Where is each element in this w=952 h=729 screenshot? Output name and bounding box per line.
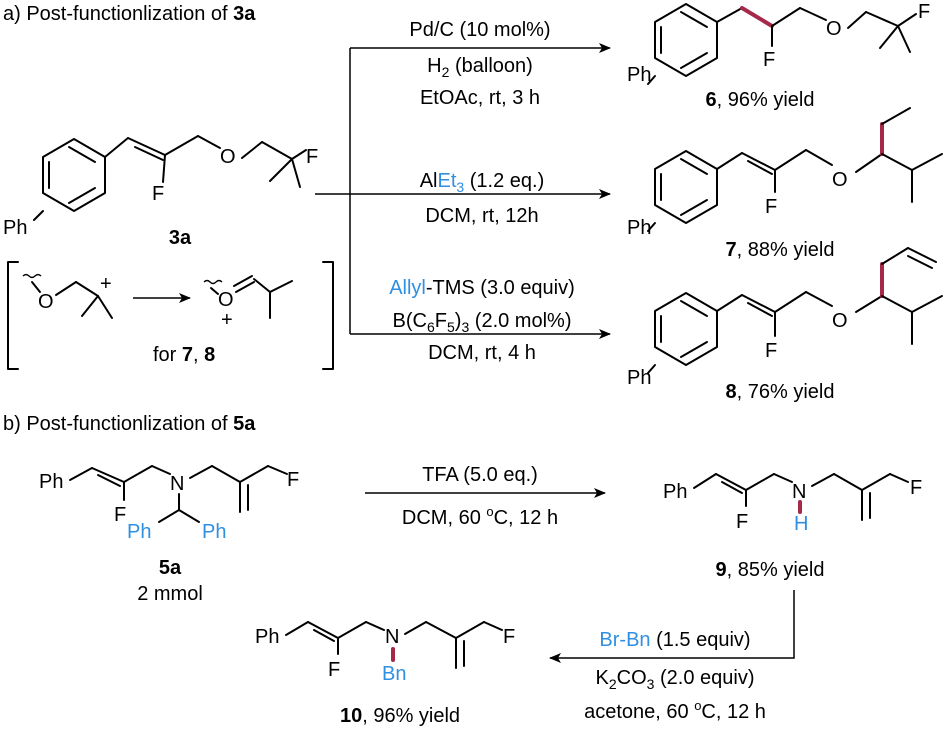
rxn6-condition-solvent: EtOAc, rt, 3 h bbox=[420, 87, 540, 109]
arrow-branch-a bbox=[315, 43, 611, 339]
svg-text:F: F bbox=[503, 626, 515, 648]
svg-text:Ph: Ph bbox=[627, 217, 651, 239]
rxn8-condition-reagent: Allyl-TMS (3.0 equiv) bbox=[389, 277, 575, 299]
arrow-9-to-10 bbox=[549, 590, 795, 663]
rxn8-condition-catalyst: B(C6F5)3 (2.0 mol%) bbox=[393, 310, 572, 335]
compound-3a-ph: Ph bbox=[3, 217, 27, 239]
rxn6-condition-hydrogen: H2 (balloon) bbox=[427, 55, 533, 80]
svg-text:Ph: Ph bbox=[627, 64, 651, 86]
svg-text:O: O bbox=[826, 18, 842, 40]
compound-5a-label: 5a bbox=[159, 557, 182, 579]
compound-8-label: 8, 76% yield bbox=[726, 381, 835, 403]
compound-5a-amount: 2 mmol bbox=[137, 583, 203, 605]
svg-text:F: F bbox=[152, 183, 164, 205]
svg-text:N: N bbox=[170, 473, 184, 495]
svg-text:F: F bbox=[910, 477, 922, 499]
rxn10-condition-base: K2CO3 (2.0 equiv) bbox=[596, 667, 755, 692]
section-b-heading: b) Post-functionlization of 5a bbox=[3, 413, 256, 435]
svg-text:F: F bbox=[328, 659, 340, 681]
svg-text:F: F bbox=[763, 49, 775, 71]
svg-text:O: O bbox=[218, 289, 234, 311]
compound-9: Ph F N H F 9, 85% yield bbox=[663, 473, 922, 581]
svg-text:O: O bbox=[832, 169, 848, 191]
compound-7: Ph F O 7, 88% yield bbox=[627, 107, 943, 261]
svg-text:F: F bbox=[114, 504, 126, 526]
rxn10-condition-solvent: acetone, 60 oC, 12 h bbox=[584, 698, 766, 723]
compound-9-label: 9, 85% yield bbox=[716, 559, 825, 581]
svg-text:Ph: Ph bbox=[202, 521, 226, 543]
svg-text:O: O bbox=[220, 146, 236, 168]
svg-text:N: N bbox=[792, 481, 806, 503]
svg-text:H: H bbox=[794, 513, 808, 535]
svg-text:O: O bbox=[832, 310, 848, 332]
svg-text:F: F bbox=[287, 469, 299, 491]
svg-text:Ph: Ph bbox=[255, 626, 279, 648]
mechanism-caption: for 7, 8 bbox=[153, 344, 215, 366]
svg-text:O: O bbox=[38, 291, 54, 313]
compound-10-label: 10, 96% yield bbox=[340, 705, 460, 727]
svg-text:F: F bbox=[765, 196, 777, 218]
svg-text:Bn: Bn bbox=[382, 663, 406, 685]
svg-text:Ph: Ph bbox=[627, 367, 651, 389]
rxn9-condition-solvent: DCM, 60 oC, 12 h bbox=[402, 504, 558, 529]
svg-text:N: N bbox=[385, 626, 399, 648]
rxn10-condition-reagent: Br-Bn (1.5 equiv) bbox=[599, 629, 750, 651]
svg-text:F: F bbox=[765, 340, 777, 362]
section-a-heading: a) Post-functionlization of 3a bbox=[3, 3, 256, 25]
compound-6-label: 6, 96% yield bbox=[706, 89, 815, 111]
rxn6-condition-catalyst: Pd/C (10 mol%) bbox=[409, 19, 550, 41]
compound-10: Ph F N Bn F 10, 96% yield bbox=[255, 621, 515, 727]
compound-7-label: 7, 88% yield bbox=[726, 239, 835, 261]
compound-6: Ph F O F 6, 96% yield bbox=[627, 1, 930, 111]
svg-text:Ph: Ph bbox=[663, 481, 687, 503]
svg-text:F: F bbox=[736, 511, 748, 533]
rxn9-condition-reagent: TFA (5.0 eq.) bbox=[422, 464, 538, 486]
rxn7-condition-reagent: AlEt3 (1.2 eq.) bbox=[420, 170, 545, 195]
svg-text:+: + bbox=[221, 309, 233, 331]
rxn7-condition-solvent: DCM, rt, 12h bbox=[425, 205, 538, 227]
svg-text:Ph: Ph bbox=[127, 521, 151, 543]
svg-text:+: + bbox=[100, 273, 112, 295]
svg-text:F: F bbox=[306, 146, 318, 168]
compound-3a: Ph F O F 3a bbox=[3, 135, 318, 249]
compound-8: Ph F O 8, 76% yield bbox=[627, 247, 943, 403]
compound-5a: Ph F N F Ph Ph 5a 2 mmol bbox=[39, 465, 299, 605]
svg-text:Ph: Ph bbox=[39, 471, 63, 493]
compound-3a-label: 3a bbox=[169, 227, 192, 249]
svg-text:F: F bbox=[918, 1, 930, 23]
mechanism-box: O + O + for 7, 8 bbox=[7, 261, 334, 370]
rxn8-condition-solvent: DCM, rt, 4 h bbox=[428, 342, 536, 364]
